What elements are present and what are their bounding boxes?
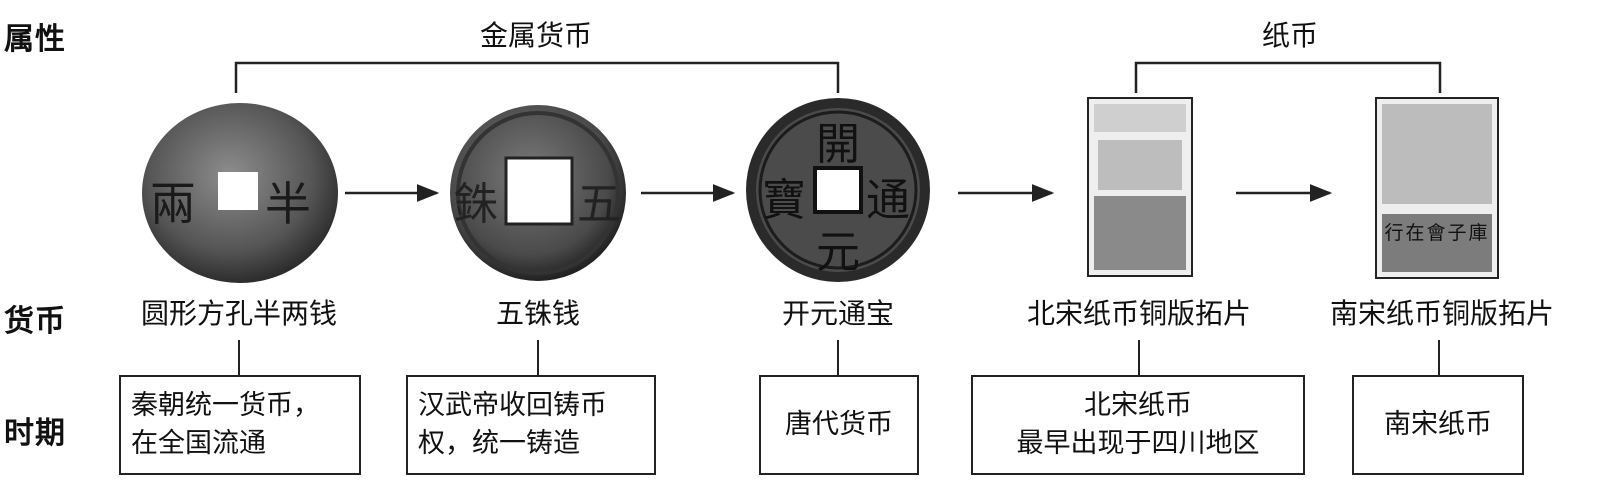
coin-wuzhu-glyph-zhu: 銖 — [454, 168, 498, 232]
coin-kaiyuan-glyph-tong: 通 — [866, 164, 910, 228]
currency-name-kaiyuan: 开元通宝 — [753, 292, 923, 332]
period-box-beisong: 北宋纸币 最早出现于四川地区 — [971, 375, 1305, 475]
period-line: 南宋纸币 — [1384, 406, 1492, 444]
currency-name-nansong: 南宋纸币铜版拓片 — [1292, 292, 1592, 332]
bracket-metal — [236, 63, 838, 93]
period-box-tang: 唐代货币 — [759, 375, 919, 475]
note-nansong-band-text: 行在會子庫 — [1382, 218, 1492, 245]
period-line: 在全国流通 — [131, 425, 359, 463]
note-beisong-image — [1088, 98, 1192, 276]
period-box-han: 汉武帝收回铸币 权，统一铸造 — [406, 375, 656, 475]
coin-banliang-glyph-liang: 兩 — [150, 168, 196, 234]
period-line: 权，统一铸造 — [418, 425, 654, 463]
note-nansong-image — [1376, 98, 1498, 278]
period-line: 唐代货币 — [785, 406, 893, 444]
period-line: 北宋纸币 — [1084, 387, 1192, 425]
coin-wuzhu-glyph-wu: 五 — [577, 168, 621, 232]
currency-name-wuzhu: 五铢钱 — [453, 292, 623, 332]
coin-kaiyuan-glyph-kai: 開 — [816, 108, 860, 172]
currency-name-banliang: 圆形方孔半两钱 — [109, 292, 369, 332]
coin-banliang-glyph-ban: 半 — [265, 168, 311, 234]
period-box-nansong: 南宋纸币 — [1352, 375, 1524, 475]
period-box-qin: 秦朝统一货币， 在全国流通 — [119, 375, 361, 475]
coin-kaiyuan-glyph-yuan: 元 — [816, 216, 860, 280]
period-line: 最早出现于四川地区 — [1017, 425, 1260, 463]
period-line: 秦朝统一货币， — [131, 387, 359, 425]
period-line: 汉武帝收回铸币 — [418, 387, 654, 425]
coin-kaiyuan-glyph-bao: 寶 — [762, 164, 806, 228]
bracket-paper — [1136, 63, 1440, 93]
currency-name-beisong: 北宋纸币铜版拓片 — [1004, 292, 1274, 332]
